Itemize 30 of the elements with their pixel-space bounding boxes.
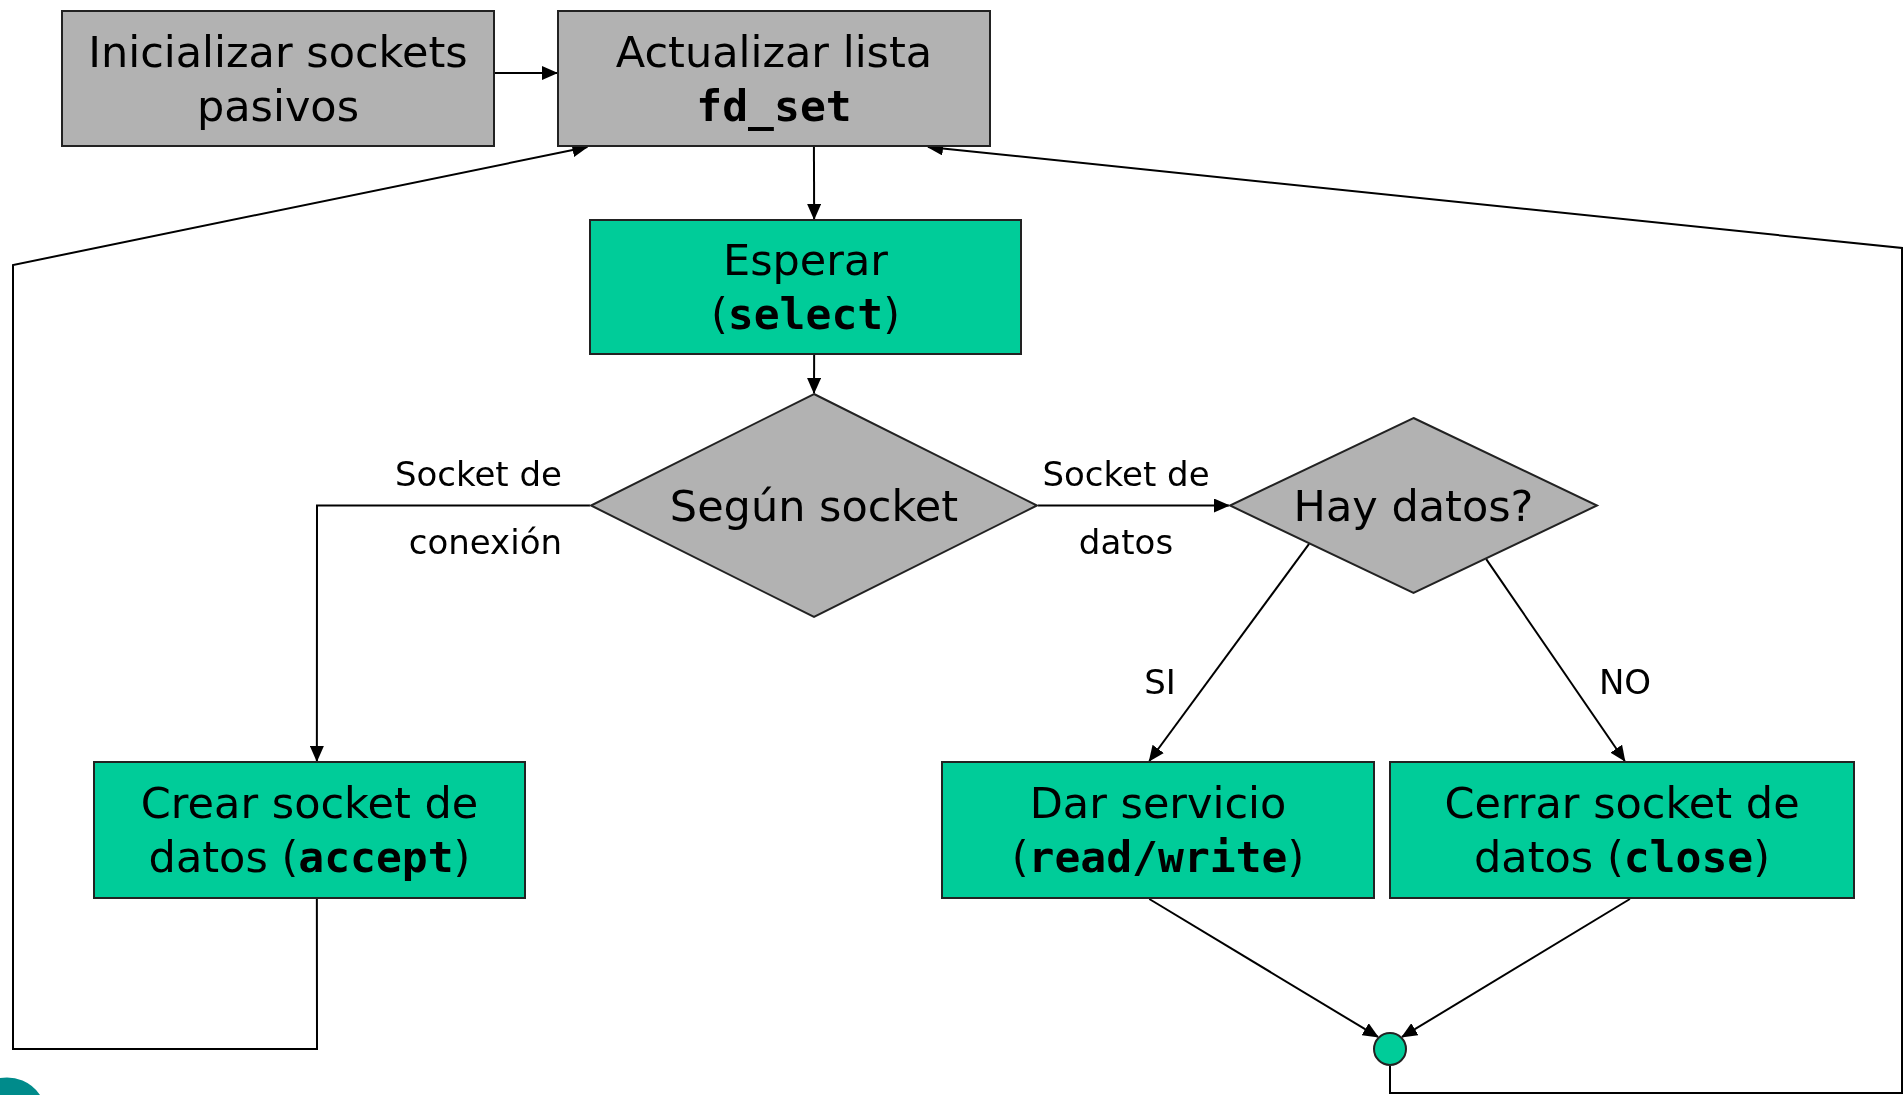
decision-diamond bbox=[1229, 417, 1598, 594]
process-box bbox=[941, 761, 1375, 899]
arrow bbox=[807, 146, 822, 220]
edge-label: Socket de conexión bbox=[393, 453, 562, 564]
arrow bbox=[494, 66, 558, 80]
node-text: Dar servicio (read/write) bbox=[1010, 777, 1306, 884]
edge-label: Socket de datos bbox=[1041, 453, 1211, 564]
edge-label: NO bbox=[1597, 661, 1653, 704]
arrow bbox=[807, 354, 822, 394]
arrow bbox=[1485, 558, 1626, 762]
edge-label: SI bbox=[1143, 661, 1177, 704]
node-text: Inicializar sockets pasivos bbox=[87, 25, 469, 133]
node-text: Cerrar socket de datos (close) bbox=[1443, 777, 1801, 884]
node-text: Según socket bbox=[669, 479, 959, 533]
process-box bbox=[557, 10, 991, 147]
decision-diamond bbox=[590, 393, 1038, 618]
node-text: Crear socket de datos (accept) bbox=[139, 777, 480, 884]
process-box bbox=[93, 761, 526, 899]
node-text: Hay datos? bbox=[1293, 479, 1534, 533]
arrow bbox=[1148, 542, 1311, 762]
process-box bbox=[589, 219, 1022, 355]
arrow bbox=[1148, 898, 1379, 1038]
process-box bbox=[61, 10, 495, 147]
arrow bbox=[1037, 498, 1230, 513]
node-text: Actualizar lista fd_set bbox=[614, 25, 934, 133]
process-box bbox=[1389, 761, 1855, 899]
arrow bbox=[309, 504, 591, 762]
arrow bbox=[1401, 898, 1631, 1038]
connector-circle bbox=[1373, 1032, 1407, 1066]
node-text: Esperar (select) bbox=[710, 234, 901, 341]
